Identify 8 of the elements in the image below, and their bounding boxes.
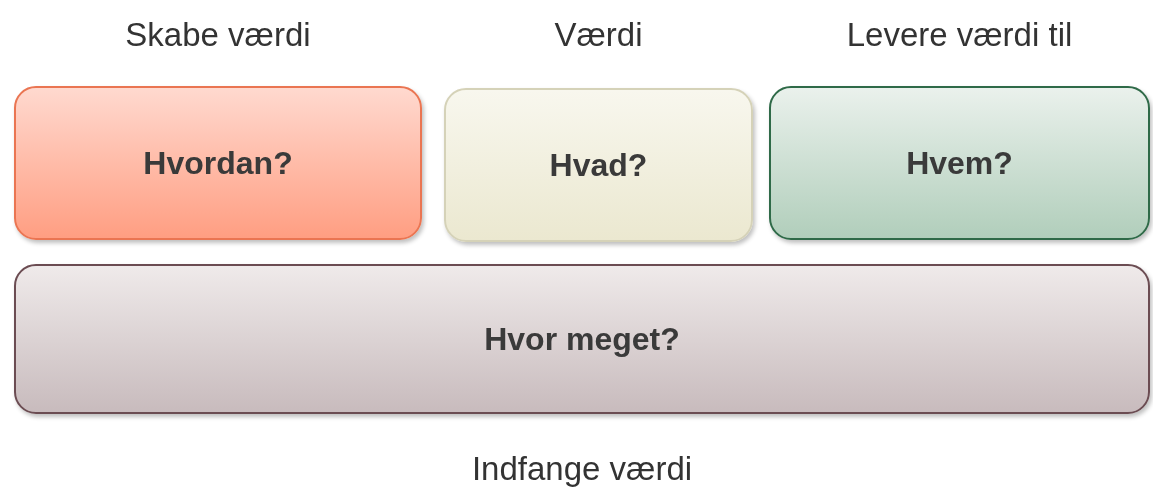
- box-label: Hvad?: [549, 146, 648, 184]
- box-label: Hvor meget?: [484, 320, 680, 358]
- heading-text: Skabe værdi: [125, 16, 311, 53]
- heading-text: Indfange værdi: [471, 450, 693, 487]
- heading-text: Værdi: [554, 16, 643, 53]
- heading-text: Levere værdi til: [846, 16, 1073, 53]
- box-label: Hvordan?: [143, 144, 293, 182]
- box-label: Hvem?: [906, 144, 1013, 182]
